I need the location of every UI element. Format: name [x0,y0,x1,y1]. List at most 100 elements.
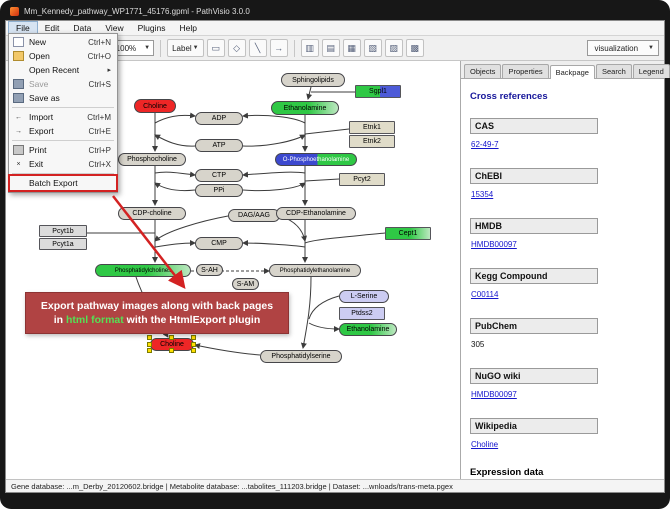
menu-view[interactable]: View [105,23,124,33]
pathway-edge[interactable] [242,134,306,147]
visualization-dropdown[interactable]: visualization ▼ [587,40,659,56]
selection-handle[interactable] [191,335,196,340]
pathway-node[interactable]: DAG/AAG [228,209,280,222]
align-bottom-button[interactable]: ▧ [363,39,382,57]
tab-backpage[interactable]: Backpage [549,65,595,79]
pathway-edge[interactable] [154,171,196,178]
pathway-edge[interactable] [308,322,340,332]
pathway-node[interactable]: ADP [195,112,243,125]
pathway-node[interactable]: Phosphocholine [118,153,186,166]
file-menu-item-open-recent[interactable]: Open Recent▸ [10,63,116,77]
tab-search[interactable]: Search [595,64,632,78]
pathway-edge[interactable] [154,240,196,248]
pathway-node[interactable]: Ptdss2 [339,307,385,320]
pathway-node[interactable]: Cept1 [385,227,431,240]
pathway-node[interactable]: CDP-Ethanolamine [276,207,356,220]
pathway-node[interactable]: Etnk2 [349,135,395,148]
pathway-edge[interactable] [304,232,386,244]
pathway-edge[interactable] [154,112,196,124]
pathway-edge[interactable] [304,128,350,135]
menu-item-shortcut: Ctrl+O [87,51,111,61]
menu-item-label: New [29,37,47,47]
xref-link[interactable]: HMDB00097 [471,240,517,249]
pathway-node[interactable]: CMP [195,237,243,250]
selection-handle[interactable] [191,341,196,347]
xref-link[interactable]: 62-49-7 [471,140,499,149]
pathway-node[interactable]: CTP [195,169,243,182]
pathway-node[interactable]: PPi [195,184,243,197]
pathway-node[interactable]: Phosphatidylcholines [95,264,191,277]
file-menu-item-batch-export[interactable]: Batch Export [8,174,118,192]
pathway-edge[interactable] [306,86,313,100]
pathway-node[interactable]: Pcyt1a [39,238,87,250]
arrow-tool-button[interactable]: → [269,39,288,57]
zoom-combo[interactable]: 100% ▼ [109,40,155,56]
pathway-edge[interactable] [154,182,196,192]
pathway-node[interactable]: CDP-choline [118,207,186,220]
pathway-node[interactable]: Pcyt2 [339,173,385,186]
align-left-button[interactable]: ▥ [300,39,319,57]
xref-link[interactable]: HMDB00097 [471,390,517,399]
selection-handle[interactable] [169,348,174,353]
pathway-edge[interactable] [194,343,261,356]
label-tool-button[interactable]: Label ▼ [167,39,204,57]
xref-link[interactable]: Choline [471,440,499,449]
menu-plugins[interactable]: Plugins [137,23,166,33]
menu-help[interactable]: Help [179,23,197,33]
line-tool-button[interactable]: ╲ [248,39,267,57]
align-top-button[interactable]: ▦ [342,39,361,57]
menu-edit[interactable]: Edit [44,23,60,33]
pathway-node[interactable]: Sphingolipids [281,73,345,87]
pathway-node[interactable]: Sgpl1 [355,85,401,98]
pathway-canvas[interactable]: Export pathway images along with back pa… [6,61,460,479]
pathway-edge[interactable] [242,112,306,124]
xref-link[interactable]: C00114 [471,290,499,299]
pathway-node[interactable]: O-Phosphoethanolamine [275,153,357,166]
tab-properties[interactable]: Properties [502,64,549,78]
pathway-edge[interactable] [242,182,306,192]
xref-link[interactable]: 15354 [471,190,494,199]
pathway-node[interactable]: Pcyt1b [39,225,87,237]
pathway-node[interactable]: S-AH [196,264,223,276]
datanode-tool-button[interactable]: ▭ [206,39,225,57]
menu-data[interactable]: Data [73,23,92,33]
pathway-edge[interactable] [242,240,306,248]
pathway-node[interactable]: Etnk1 [349,121,395,134]
pathway-edge[interactable] [154,134,196,147]
pathway-node[interactable]: Phosphatidylserine [260,350,342,363]
pathway-edge[interactable] [300,276,312,349]
selection-handle[interactable] [147,335,152,340]
selection-handle[interactable] [147,341,152,347]
menu-item-label: Export [29,126,54,136]
pathway-edge[interactable] [242,171,306,178]
pathway-node[interactable]: Choline [134,99,176,113]
distribute-horizontal-button[interactable]: ▨ [384,39,403,57]
pathway-node[interactable]: Phosphatidylethanolamine [269,264,361,277]
pathway-node[interactable]: Ethanolamine [339,323,397,336]
distribute-vertical-button[interactable]: ▩ [405,39,424,57]
selection-handle[interactable] [191,348,196,353]
file-menu-item-save-as[interactable]: Save as [10,91,116,105]
selection-handle[interactable] [147,348,152,353]
tab-legend[interactable]: Legend [632,64,670,78]
pathway-node[interactable]: ATP [195,139,243,152]
pathway-node[interactable]: S-AM [232,278,259,290]
pathway-node[interactable]: Ethanolamine [271,101,339,115]
tab-objects[interactable]: Objects [464,64,502,78]
pathway-edge[interactable] [308,295,340,320]
shape-tool-button[interactable]: ◇ [227,39,246,57]
pathway-edge[interactable] [304,178,340,182]
align-center-button[interactable]: ▤ [321,39,340,57]
selection-handle[interactable] [169,335,174,340]
distribute-horizontal-icon: ▨ [389,42,398,53]
pathway-node[interactable]: L-Serine [339,290,389,303]
